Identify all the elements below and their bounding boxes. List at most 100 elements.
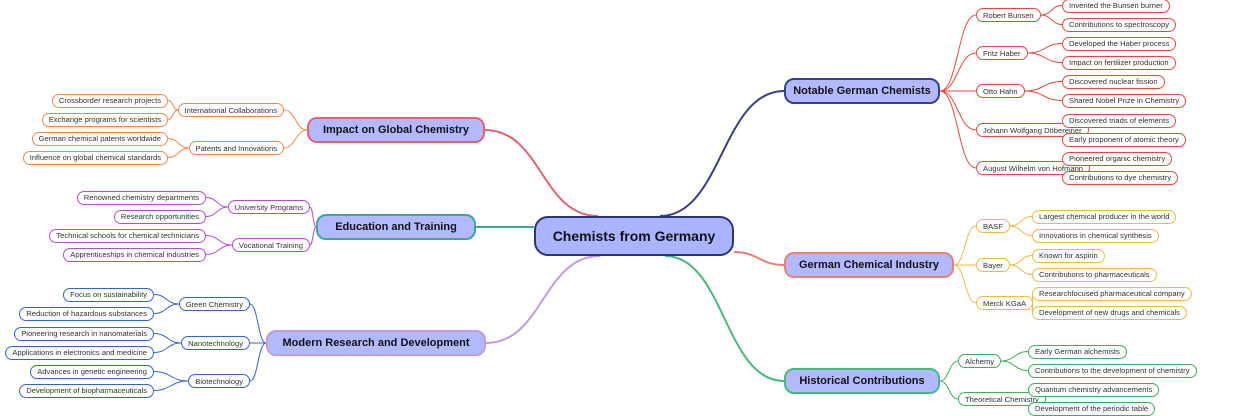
branch-connector	[733, 251, 785, 266]
branch-german-chemical-industry[interactable]: German Chemical Industry	[784, 252, 954, 278]
sub-otto-hahn[interactable]: Otto Hahn	[976, 84, 1025, 98]
branch-impact-global-chemistry[interactable]: Impact on Global Chemistry	[307, 117, 485, 143]
leaf-sustainability[interactable]: Focus on sustainability	[63, 287, 154, 302]
leaf-quantum-chemistry[interactable]: Quantum chemistry advancements	[1028, 382, 1160, 397]
leaf-largest-producer[interactable]: Largest chemical producer in the world	[1032, 209, 1177, 224]
sub-connector	[249, 342, 267, 382]
leaf-chemistry-departments[interactable]: Renowned chemistry departments	[76, 190, 206, 205]
branch-education-training[interactable]: Education and Training	[316, 214, 476, 240]
leaf-connector	[1000, 360, 1029, 371]
leaf-connector	[1009, 216, 1033, 227]
sub-connector	[249, 303, 267, 344]
leaf-connector	[167, 100, 179, 111]
branch-connector	[485, 255, 601, 344]
sub-vocational-training[interactable]: Vocational Training	[231, 238, 310, 252]
leaf-connector	[1040, 5, 1063, 16]
sub-fritz-haber[interactable]: Fritz Haber	[976, 46, 1028, 60]
leaf-global-standards[interactable]: Influence on global chemical standards	[22, 150, 168, 165]
sub-connector	[939, 90, 977, 169]
leaf-chemical-synthesis[interactable]: Innovations in chemical synthesis	[1032, 228, 1159, 243]
leaf-periodic-table[interactable]: Development of the periodic table	[1028, 401, 1156, 416]
leaf-dye-chemistry[interactable]: Contributions to dye chemistry	[1062, 170, 1179, 185]
sub-connector	[953, 264, 977, 304]
sub-connector	[953, 225, 977, 266]
branch-modern-research[interactable]: Modern Research and Development	[266, 330, 486, 356]
branch-connector	[484, 129, 599, 217]
sub-connector	[309, 226, 317, 246]
leaf-haber-process[interactable]: Developed the Haber process	[1062, 36, 1177, 51]
leaf-research-pharma[interactable]: Researchfocused pharmaceutical company	[1032, 286, 1192, 301]
branch-historical-contributions[interactable]: Historical Contributions	[784, 368, 940, 394]
leaf-connector	[205, 235, 233, 246]
leaf-spectroscopy[interactable]: Contributions to spectroscopy	[1062, 17, 1177, 32]
sub-biotechnology[interactable]: Biotechnology	[188, 374, 250, 388]
leaf-connector	[205, 244, 233, 255]
leaf-connector	[153, 294, 180, 305]
leaf-connector	[167, 109, 179, 120]
leaf-connector	[153, 380, 189, 391]
sub-connector	[939, 380, 959, 400]
branch-connector	[659, 90, 785, 217]
branch-connector	[664, 255, 785, 382]
sub-university-programs[interactable]: University Programs	[227, 200, 310, 214]
leaf-development-chemistry[interactable]: Contributions to the development of chem…	[1028, 363, 1197, 378]
sub-patents-innovations[interactable]: Patents and Innovations	[188, 141, 284, 155]
leaf-exchange-programs[interactable]: Exchange programs for scientists	[41, 112, 168, 127]
sub-dobereiner[interactable]: Johann Wolfgang Döbereiner	[976, 123, 1089, 137]
sub-basf[interactable]: BASF	[976, 219, 1010, 233]
leaf-connector	[205, 206, 229, 217]
leaf-biopharmaceuticals[interactable]: Development of biopharmaceuticals	[19, 383, 154, 398]
leaf-connector	[153, 333, 182, 344]
sub-green-chemistry[interactable]: Green Chemistry	[178, 297, 250, 311]
sub-connector	[939, 90, 977, 131]
sub-connector	[939, 14, 977, 92]
leaf-nuclear-fission[interactable]: Discovered nuclear fission	[1062, 74, 1165, 89]
leaf-alchemists[interactable]: Early German alchemists	[1028, 344, 1127, 359]
leaf-nobel-prize[interactable]: Shared Nobel Prize in Chemistry	[1062, 93, 1187, 108]
leaf-organic-chemistry[interactable]: Pioneered organic chemistry	[1062, 151, 1173, 166]
leaf-nanomaterials[interactable]: Pioneering research in nanomaterials	[14, 326, 154, 341]
leaf-connector	[205, 197, 229, 208]
leaf-connector	[1009, 225, 1033, 236]
branch-notable-german-chemists[interactable]: Notable German Chemists	[784, 78, 940, 104]
sub-nanotechnology[interactable]: Nanotechnology	[181, 336, 250, 350]
leaf-connector	[167, 138, 190, 149]
sub-international-collaborations[interactable]: International Collaborations	[177, 103, 284, 117]
leaf-connector	[153, 303, 180, 314]
sub-merck[interactable]: Merck KGaA	[976, 296, 1034, 310]
sub-theoretical-chemistry[interactable]: Theoretical Chemistry	[958, 392, 1046, 406]
sub-connector	[283, 129, 308, 149]
leaf-triads[interactable]: Discovered triads of elements	[1062, 113, 1177, 128]
leaf-hazardous-substances[interactable]: Reduction of hazardous substances	[19, 306, 154, 321]
leaf-connector	[1024, 81, 1063, 92]
leaf-fertilizer[interactable]: Impact on fertilizer production	[1062, 55, 1176, 70]
leaf-pharmaceuticals[interactable]: Contributions to pharmaceuticals	[1032, 267, 1157, 282]
leaf-technical-schools[interactable]: Technical schools for chemical technicia…	[49, 228, 206, 243]
sub-robert-bunsen[interactable]: Robert Bunsen	[976, 8, 1041, 22]
leaf-connector	[153, 371, 189, 382]
leaf-patents-worldwide[interactable]: German chemical patents worldwide	[31, 131, 168, 146]
sub-alchemy[interactable]: Alchemy	[958, 354, 1002, 368]
sub-hofmann[interactable]: August Wilhelm von Hofmann	[976, 161, 1091, 175]
leaf-electronics-medicine[interactable]: Applications in electronics and medicine	[5, 345, 154, 360]
leaf-connector	[1009, 264, 1033, 275]
leaf-genetic-engineering[interactable]: Advances in genetic engineering	[30, 364, 154, 379]
leaf-connector	[1000, 351, 1029, 362]
leaf-connector	[1040, 14, 1063, 25]
leaf-bunsen-burner[interactable]: Invented the Bunsen burner	[1062, 0, 1170, 13]
leaf-atomic-theory[interactable]: Early proponent of atomic theory	[1062, 132, 1186, 147]
leaf-new-drugs[interactable]: Development of new drugs and chemicals	[1032, 305, 1187, 320]
sub-connector	[309, 206, 317, 228]
leaf-research-opportunities[interactable]: Research opportunities	[113, 209, 206, 224]
central-topic[interactable]: Chemists from Germany	[534, 216, 734, 256]
leaf-connector	[1024, 90, 1063, 101]
leaf-connector	[167, 147, 190, 158]
leaf-connector	[1027, 52, 1063, 63]
leaf-crossborder-projects[interactable]: Crossborder research projects	[51, 93, 168, 108]
leaf-aspirin[interactable]: Known for aspirin	[1032, 248, 1105, 263]
leaf-connector	[1027, 43, 1063, 54]
sub-connector	[939, 360, 959, 382]
leaf-connector	[1009, 255, 1033, 266]
sub-bayer[interactable]: Bayer	[976, 258, 1010, 272]
leaf-apprenticeships[interactable]: Apprenticeships in chemical industries	[63, 247, 206, 262]
